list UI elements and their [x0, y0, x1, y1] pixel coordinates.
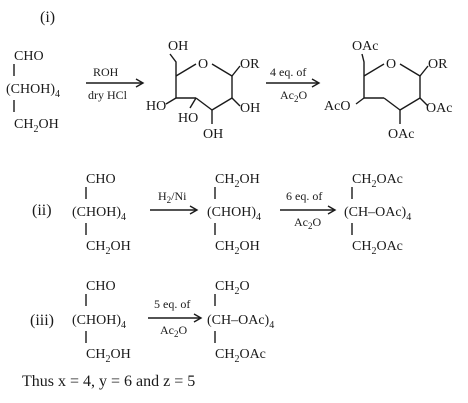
ring1-ch2oh: OH [168, 39, 188, 54]
intermediate-ii-mid: (CHOH)4 [207, 205, 261, 223]
ring2-oac-right: OAc [426, 101, 452, 116]
ring1-oh-bottom: OH [203, 127, 223, 142]
conclusion-text: Thus x = 4, y = 6 and z = 5 [22, 373, 195, 390]
product-iii: CH2O (CH–OAc)4 CH2OAc [207, 279, 274, 365]
reactant-iii: CHO (CHOH)4 CH2OH [72, 279, 131, 365]
arrow-i-2-below: Ac2O [280, 88, 308, 104]
arrow-iii-1-below: Ac2O [160, 323, 188, 339]
intermediate-ii-bottom: CH2OH [215, 239, 260, 257]
ring2-oac-left: AcO [324, 99, 350, 114]
product-ii-mid: (CH–OAc)4 [344, 205, 411, 223]
ring2-anomeric-or: OR [428, 57, 448, 72]
reactant-ii-mid: (CHOH)4 [72, 205, 126, 223]
product-iii-top: CH2O [215, 279, 250, 297]
reactant-i-top: CHO [14, 49, 44, 64]
product-ii-top: CH2OAc [352, 172, 403, 190]
arrow-ii-2-above: 6 eq. of [286, 189, 322, 203]
product-ii-bottom: CH2OAc [352, 239, 403, 257]
ring2-ch2oac: OAc [352, 39, 378, 54]
intermediate-ii: CH2OH (CHOH)4 CH2OH [207, 172, 261, 257]
arrow-ii-1: H2/Ni [150, 189, 199, 215]
reactant-i-mid: (CHOH)4 [6, 82, 60, 100]
arrow-i-1-above: ROH [93, 65, 119, 79]
pyranose-ring-1: OH O OR OH OH HO HO [146, 39, 260, 142]
arrow-ii-2-below: Ac2O [294, 215, 322, 231]
product-iii-mid: (CH–OAc)4 [207, 313, 274, 331]
arrow-iii-1: 5 eq. of Ac2O [148, 297, 203, 339]
arrow-i-2-above: 4 eq. of [270, 65, 306, 79]
product-iii-bottom: CH2OAc [215, 347, 266, 365]
label-ii: (ii) [32, 202, 52, 219]
ring1-anomeric-or: OR [240, 57, 260, 72]
reactant-iii-top: CHO [86, 279, 116, 294]
ring1-oh-right: OH [240, 101, 260, 116]
ring2-oxygen: O [386, 57, 396, 72]
reactant-iii-mid: (CHOH)4 [72, 313, 126, 331]
reactant-i: CHO (CHOH)4 CH2OH [6, 49, 60, 135]
ring1-oxygen: O [198, 57, 208, 72]
ring1-oh-left: HO [146, 99, 166, 114]
label-i: (i) [40, 9, 55, 26]
arrow-ii-2: 6 eq. of Ac2O [280, 189, 337, 231]
product-ii: CH2OAc (CH–OAc)4 CH2OAc [344, 172, 411, 257]
reactant-ii-top: CHO [86, 172, 116, 187]
arrow-i-1-below: dry HCl [88, 88, 128, 102]
arrow-ii-1-above: H2/Ni [158, 189, 187, 205]
ring2-oac-bottom: OAc [388, 127, 414, 142]
reactant-ii: CHO (CHOH)4 CH2OH [72, 172, 131, 257]
arrow-iii-1-above: 5 eq. of [154, 297, 190, 311]
arrow-i-2: 4 eq. of Ac2O [266, 65, 321, 104]
ring1-oh-mid: HO [178, 111, 198, 126]
arrow-i-1: ROH dry HCl [86, 65, 145, 102]
label-iii: (iii) [30, 312, 54, 329]
reactant-i-bottom: CH2OH [14, 117, 59, 135]
reactant-iii-bottom: CH2OH [86, 347, 131, 365]
intermediate-ii-top: CH2OH [215, 172, 260, 190]
reactant-ii-bottom: CH2OH [86, 239, 131, 257]
pyranose-ring-2: OAc O OR OAc OAc AcO [324, 39, 452, 142]
